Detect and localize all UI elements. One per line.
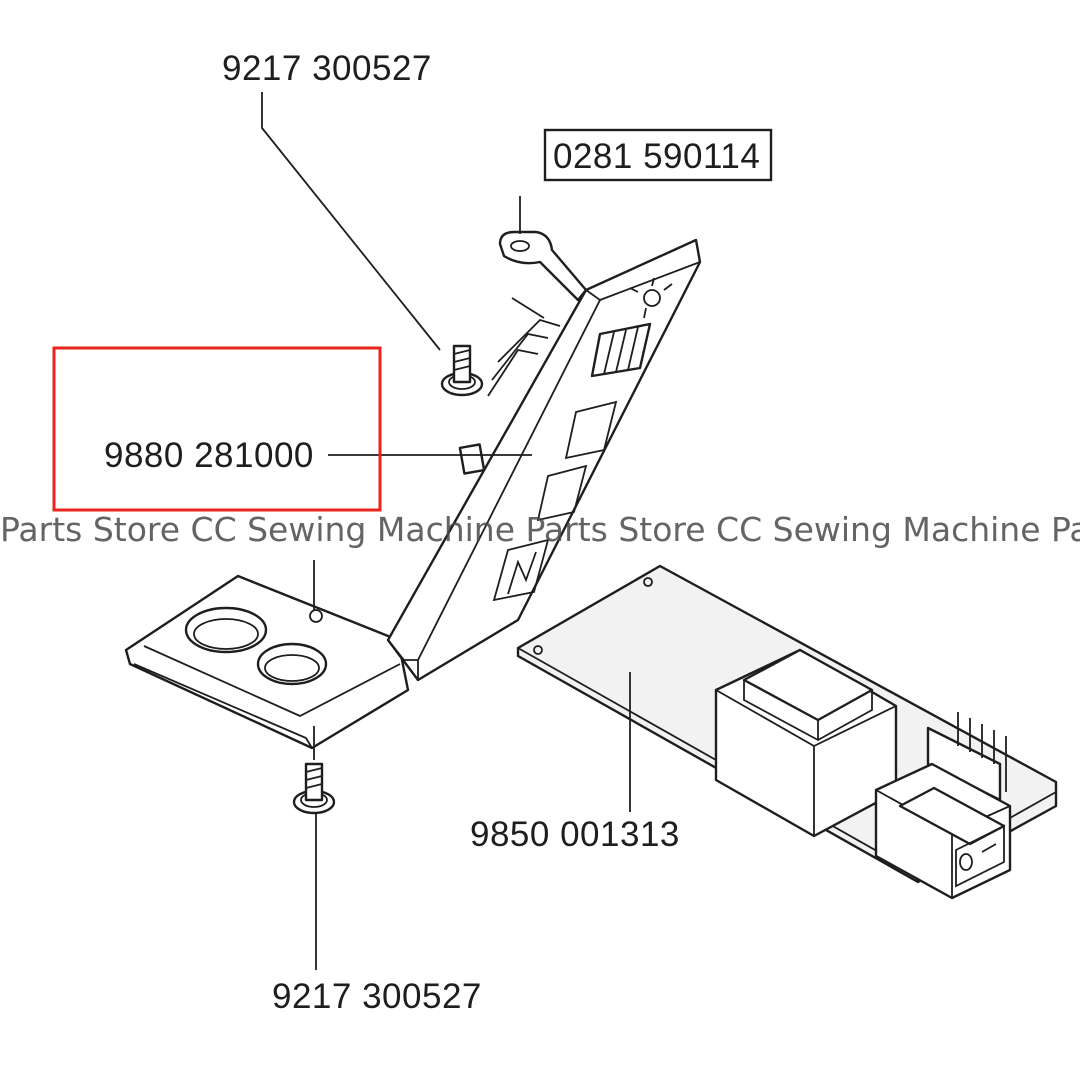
part-number-cover: 0281 590114 xyxy=(553,137,760,176)
needle-zigzag-icon xyxy=(507,551,537,595)
transformer xyxy=(714,648,898,838)
part-number-screw-bottom: 9217 300527 xyxy=(272,977,482,1016)
leader-lines xyxy=(261,92,631,970)
mounting-hole-small xyxy=(256,642,328,686)
base-plate xyxy=(124,574,410,750)
switch-window-2 xyxy=(536,464,588,522)
switch-window-1 xyxy=(564,400,618,460)
rocker-switch xyxy=(874,762,1012,900)
watermark-text: Parts Store CC Sewing Machine Parts Stor… xyxy=(0,510,1080,549)
screw-top xyxy=(440,344,484,397)
pcb-board xyxy=(516,564,1058,900)
screw-bottom xyxy=(292,762,336,815)
cover-bracket xyxy=(498,230,588,302)
lamp-icon xyxy=(629,277,673,319)
cover-label-box: 0281 590114 xyxy=(543,128,773,182)
part-number-screw-top: 9217 300527 xyxy=(222,49,432,88)
mounting-hole-large xyxy=(184,606,268,654)
part-number-switch-panel: 9880 281000 xyxy=(104,436,314,475)
part-number-pcb: 9850 001313 xyxy=(470,815,680,854)
highlight-box xyxy=(52,346,382,512)
switch-panel xyxy=(386,238,702,682)
